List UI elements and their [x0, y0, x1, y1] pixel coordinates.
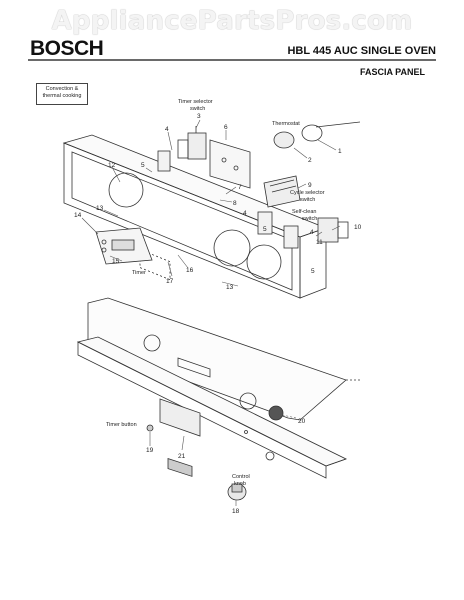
callout-18: 18 — [232, 508, 240, 515]
callout-14: 14 — [74, 212, 82, 219]
switch-plate-6 — [209, 139, 251, 189]
front-fascia — [76, 336, 348, 479]
thermostat — [273, 121, 361, 149]
callout-4c: 4 — [310, 229, 314, 236]
callout-11: 11 — [316, 239, 323, 246]
timer-selector-switch — [177, 126, 207, 160]
label-cycle-selector-l2: switch — [300, 197, 315, 203]
legend-line-2: thermal cooking — [42, 93, 82, 99]
timer-button-part — [146, 424, 154, 432]
leader-lines — [81, 119, 341, 506]
label-timer-selector-l1: Timer selector — [178, 99, 213, 105]
label-cycle-selector-l1: Cycle selector — [290, 190, 325, 196]
callout-2: 2 — [308, 157, 312, 164]
callout-5c: 5 — [311, 268, 315, 275]
callout-5a: 5 — [141, 162, 145, 169]
label-timer-selector-l2: switch — [190, 106, 205, 112]
legend-box: Convection & thermal cooking — [36, 83, 88, 105]
callout-4a: 4 — [165, 126, 169, 133]
brand-logo: BOSCH — [30, 37, 104, 60]
callout-9: 9 — [308, 182, 312, 189]
callout-16: 16 — [186, 267, 194, 274]
timer-module — [95, 227, 153, 265]
label-thermostat: Thermostat — [272, 121, 300, 127]
callout-13b: 13 — [226, 284, 234, 291]
callout-5b: 5 — [263, 226, 267, 233]
callout-15: 15 — [112, 258, 120, 265]
label-self-clean-l1: Self-clean — [292, 209, 316, 215]
callout-12: 12 — [108, 162, 116, 169]
label-self-clean-l2: switch — [302, 216, 317, 222]
callout-3: 3 — [197, 113, 201, 120]
label-timer-button: Timer button — [106, 422, 137, 428]
legend-line-1: Convection & — [45, 86, 79, 92]
label-control-knob-l1: Control — [232, 474, 250, 480]
callout-19: 19 — [146, 447, 154, 454]
label-timer: Timer — [132, 270, 146, 276]
callout-13a: 13 — [96, 205, 104, 212]
callout-8: 8 — [233, 200, 237, 207]
cycle-selector-switch — [263, 175, 301, 208]
fascia-frame — [62, 134, 328, 299]
control-knob-part — [227, 483, 247, 501]
section-title: FASCIA PANEL — [359, 67, 425, 77]
callout-7: 7 — [238, 184, 242, 191]
watermark-text: AppliancePartsPros.com — [51, 6, 413, 36]
callout-1: 1 — [338, 148, 342, 155]
callout-4b: 4 — [243, 210, 247, 217]
callout-20: 20 — [298, 418, 306, 425]
callout-17: 17 — [166, 278, 174, 285]
label-control-knob-l2: knob — [234, 481, 246, 487]
mounting-brackets — [157, 150, 299, 249]
rear-panel — [87, 297, 360, 421]
callout-6: 6 — [224, 124, 228, 131]
self-clean-switch — [317, 217, 349, 243]
callout-21: 21 — [178, 453, 186, 460]
model-title: HBL 445 AUC SINGLE OVEN — [287, 45, 436, 57]
callout-10: 10 — [354, 224, 362, 231]
